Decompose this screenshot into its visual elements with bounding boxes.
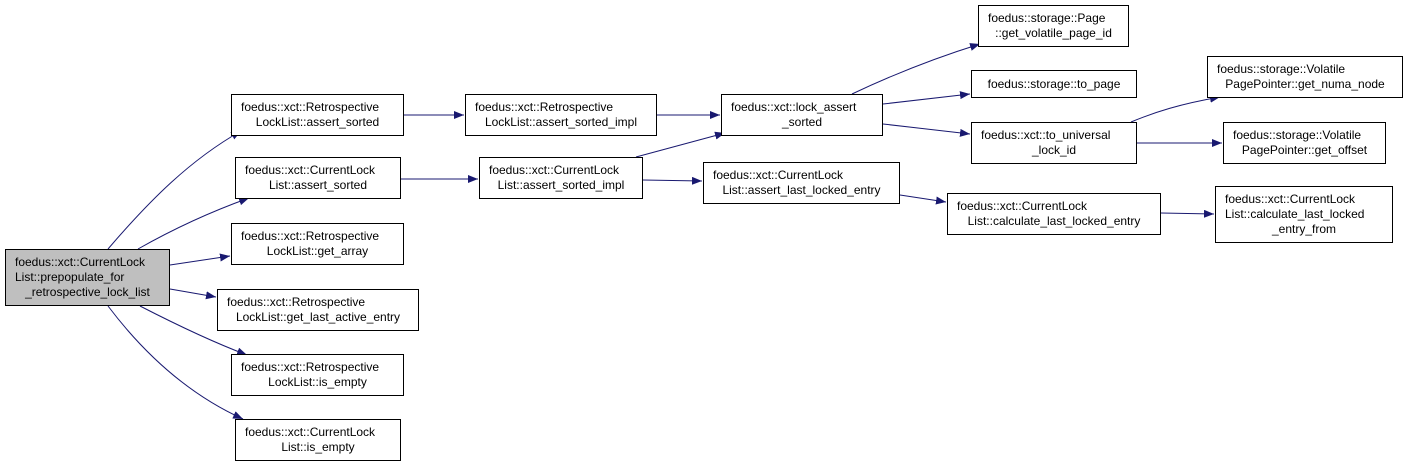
node-get-numa-node[interactable]: foedus::storage::Volatile PagePointer::g… (1207, 56, 1403, 98)
node-label: List::assert_sorted_impl (497, 178, 625, 192)
node-label: List::is_empty (281, 440, 355, 454)
node-label: List::assert_sorted (268, 178, 368, 192)
node-label: PagePointer::get_numa_node (1225, 77, 1385, 91)
node-label: foedus::xct::Retrospective (241, 360, 380, 374)
node-assert-last-locked-entry[interactable]: foedus::xct::CurrentLock List::assert_la… (703, 162, 900, 204)
node-retrospective-assert-sorted-impl[interactable]: foedus::xct::Retrospective LockList::ass… (465, 94, 657, 136)
node-current-is-empty[interactable]: foedus::xct::CurrentLock List::is_empty (235, 419, 401, 461)
node-label: List::assert_last_locked_entry (722, 183, 881, 197)
node-retrospective-is-empty[interactable]: foedus::xct::Retrospective LockList::is_… (231, 354, 404, 396)
node-label: LockList::get_array (266, 244, 369, 258)
node-label: foedus::xct::CurrentLock (957, 199, 1088, 213)
node-label: LockList::assert_sorted (255, 115, 380, 129)
edge-lock-assert-sorted-to-to-universal-lock-id (882, 123, 971, 137)
node-label: foedus::xct::lock_assert (731, 100, 857, 114)
node-label: foedus::xct::CurrentLock (713, 168, 844, 182)
node-label: foedus::storage::Volatile (1233, 128, 1362, 142)
node-label: foedus::xct::CurrentLock (15, 255, 146, 269)
node-label: foedus::xct::Retrospective (241, 100, 380, 114)
node-label: LockList::get_last_active_entry (235, 310, 401, 324)
edge-assert-last-locked-entry-to-calculate-last-locked-entry (899, 194, 947, 205)
node-label: foedus::xct::Retrospective (475, 100, 614, 114)
node-label: foedus::xct::Retrospective (227, 295, 366, 309)
node-label: List::calculate_last_locked_entry (967, 214, 1141, 228)
node-retrospective-get-last-active-entry[interactable]: foedus::xct::Retrospective LockList::get… (217, 289, 419, 331)
node-label: _retrospective_lock_list (25, 285, 150, 299)
edge-prepopulate-to-retro-is-empty (139, 305, 248, 356)
edge-prepopulate-to-current-assert-sorted (137, 197, 250, 250)
node-calculate-last-locked-entry[interactable]: foedus::xct::CurrentLock List::calculate… (947, 193, 1161, 235)
node-label: List::calculate_last_locked (1225, 207, 1365, 221)
node-retrospective-assert-sorted[interactable]: foedus::xct::Retrospective LockList::ass… (231, 94, 404, 136)
node-to-universal-lock-id[interactable]: foedus::xct::to_universal _lock_id (971, 122, 1137, 164)
node-get-volatile-page-id[interactable]: foedus::storage::Page ::get_volatile_pag… (978, 5, 1129, 47)
edge-prepopulate-to-retro-get-array (169, 253, 231, 266)
node-current-assert-sorted[interactable]: foedus::xct::CurrentLock List::assert_so… (235, 157, 401, 199)
node-label: foedus::storage::Volatile (1217, 62, 1346, 76)
edge-prepopulate-to-retro-assert-sorted (107, 130, 242, 250)
node-label: foedus::xct::Retrospective (241, 229, 380, 243)
node-label: PagePointer::get_offset (1241, 143, 1368, 157)
node-current-assert-sorted-impl[interactable]: foedus::xct::CurrentLock List::assert_so… (479, 157, 643, 199)
edge-lock-assert-sorted-to-get-volatile-page-id (851, 43, 981, 95)
node-label: _sorted (781, 115, 823, 129)
edge-to-universal-lock-id-to-get-numa-node (1130, 94, 1221, 123)
edge-current-assert-sorted-impl-to-lock-assert-sorted (635, 131, 726, 158)
node-get-offset[interactable]: foedus::storage::Volatile PagePointer::g… (1223, 122, 1386, 164)
edge-calculate-last-locked-entry-to-calculate-last-locked-entry-from (1160, 209, 1215, 218)
node-label: foedus::storage::to_page (987, 76, 1121, 91)
node-label: ::get_volatile_page_id (995, 26, 1112, 40)
edge-lock-assert-sorted-to-to-page (882, 91, 971, 105)
node-lock-assert-sorted[interactable]: foedus::xct::lock_assert _sorted (721, 94, 883, 136)
edge-prepopulate-to-current-is-empty (107, 305, 244, 420)
node-label: LockList::assert_sorted_impl (484, 115, 638, 129)
node-label: foedus::xct::to_universal (981, 128, 1111, 142)
node-label: foedus::xct::CurrentLock (489, 163, 620, 177)
node-label: List::prepopulate_for (15, 270, 125, 284)
edge-current-assert-sorted-impl-to-assert-last-locked-entry (642, 176, 703, 185)
node-label: LockList::is_empty (268, 375, 367, 389)
edge-prepopulate-to-retro-get-last-active-entry (169, 288, 217, 300)
node-prepopulate-for-retrospective-lock-list[interactable]: foedus::xct::CurrentLock List::prepopula… (5, 249, 170, 306)
node-label: foedus::xct::CurrentLock (1225, 192, 1356, 206)
node-calculate-last-locked-entry-from[interactable]: foedus::xct::CurrentLock List::calculate… (1215, 186, 1393, 243)
node-to-page[interactable]: foedus::storage::to_page (971, 70, 1137, 98)
node-retrospective-get-array[interactable]: foedus::xct::Retrospective LockList::get… (231, 223, 404, 265)
node-label: _lock_id (1031, 143, 1077, 157)
node-label: foedus::xct::CurrentLock (245, 425, 376, 439)
node-label: _entry_from (1271, 222, 1337, 236)
node-label: foedus::storage::Page (988, 11, 1106, 25)
node-label: foedus::xct::CurrentLock (245, 163, 376, 177)
